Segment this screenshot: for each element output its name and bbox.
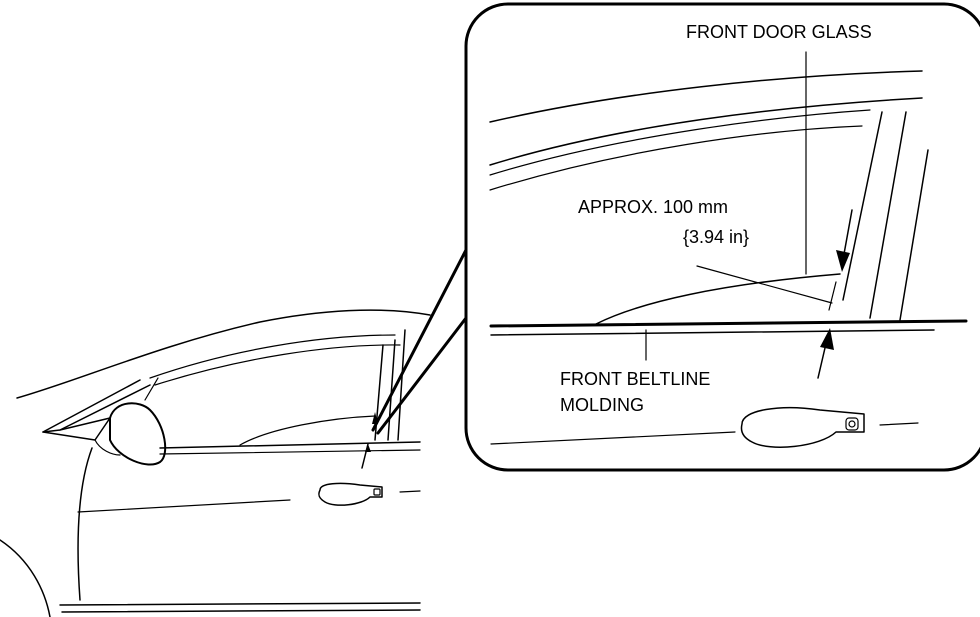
side-mirror [109,402,167,466]
hood-line [16,309,431,399]
wheel-arch [0,539,51,617]
door-handle-keyhole [373,488,381,496]
glass-reference-line [828,281,837,311]
windshield-line [149,334,396,379]
detail-door-handle-keyhole [845,417,859,431]
roof-line [154,344,401,386]
callout-leader-upper [371,248,468,432]
window-glass-edge [239,415,376,446]
b-pillar [374,329,406,441]
door-handle [318,482,383,506]
door-sill [59,602,421,613]
mirror-arm [144,377,159,401]
door-front-edge [77,447,93,601]
detail-frame [464,2,980,472]
detail-b-pillar-3 [899,149,929,321]
leader-approx [696,265,833,304]
detail-roof-outer [489,70,923,123]
detail-beltline-lower [490,329,935,336]
door-crease [77,499,291,513]
arrow-icon [365,444,371,452]
detail-callout [464,2,980,472]
callout-leader-lower [376,316,468,435]
detail-keyhole-circle [848,420,856,428]
car-side-view [0,248,468,617]
detail-door-crease [490,431,736,445]
mirror-base [94,439,121,456]
label-front-door-glass: FRONT DOOR GLASS [686,22,872,42]
detail-beltline-molding [489,319,968,328]
a-pillar [42,379,151,433]
label-front-beltline: FRONT BELTLINE [560,369,711,389]
label-approx-distance-inches: {3.94 in} [683,227,750,247]
detail-door-crease-rear [879,422,919,426]
detail-door-handle [740,406,865,448]
door-crease-rear [399,490,421,493]
detail-b-pillar-2 [869,111,907,319]
detail-roof-inner [489,97,923,166]
detail-b-pillar-1 [842,111,883,301]
belt-line [159,441,421,449]
label-molding: MOLDING [560,395,645,415]
detail-roof-line-4 [489,125,863,191]
arrow-icon [836,250,850,272]
arrow-icon [820,328,834,350]
detail-roof-line-3 [489,109,871,176]
label-approx-distance: APPROX. 100 mm [578,197,729,217]
belt-line-lower [159,449,421,455]
detail-window-glass-edge [595,273,841,325]
